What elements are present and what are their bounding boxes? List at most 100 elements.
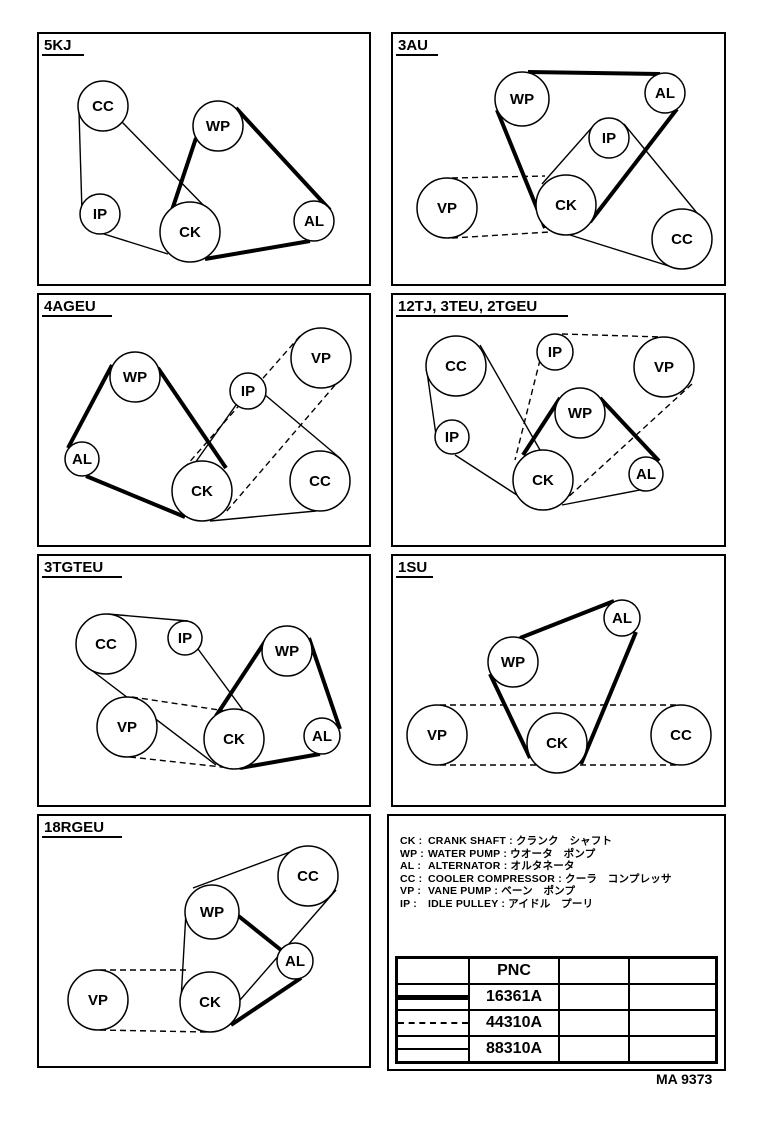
- table-row: 44310A: [395, 1009, 718, 1037]
- pulley: [167, 620, 203, 656]
- pulley-label: VP: [117, 719, 137, 736]
- pulley-label: AL: [636, 466, 656, 483]
- pulley: [64, 441, 100, 477]
- panel-title: 3AU: [398, 37, 428, 54]
- belt-dashed: [185, 335, 301, 467]
- belt-thin: [107, 613, 189, 622]
- pulley: [535, 174, 597, 236]
- belt-thin: [426, 371, 437, 436]
- pulley: [603, 599, 641, 637]
- pulley-label: AL: [304, 213, 324, 230]
- belt-thin: [263, 393, 342, 460]
- pulley: [276, 942, 314, 980]
- pulley: [96, 696, 158, 758]
- pulley-label: IP: [178, 630, 192, 647]
- panel-frame: [37, 293, 371, 547]
- pulley: [526, 712, 588, 774]
- belt-thick: [214, 638, 268, 718]
- pulley-label: WP: [123, 369, 147, 386]
- pulley-label: AL: [612, 610, 632, 627]
- belt-dashed: [99, 1029, 207, 1033]
- pulley-label: AL: [312, 728, 332, 745]
- panel-title: 3TGTEU: [44, 559, 103, 576]
- pulley: [554, 387, 606, 439]
- pulley-label: VP: [88, 992, 108, 1009]
- legend-frame: [387, 814, 726, 1071]
- belt-thick: [156, 366, 228, 470]
- pulley-label: AL: [72, 451, 92, 468]
- pulley-label: VP: [654, 359, 674, 376]
- belt-thick: [239, 752, 321, 770]
- panel-title: 18RGEU: [44, 819, 104, 836]
- pulley: [650, 704, 712, 766]
- pulley-label: IP: [602, 130, 616, 147]
- belt-thin: [479, 344, 541, 451]
- belt-thin: [192, 851, 291, 889]
- belt-thick: [519, 599, 615, 640]
- belt-thick: [527, 70, 661, 76]
- pulley: [203, 708, 265, 770]
- pulley-label: CC: [92, 98, 114, 115]
- belt-thin: [561, 489, 641, 506]
- belt-thin: [180, 911, 187, 1001]
- pulley-label: WP: [200, 904, 224, 921]
- belt-dashed: [225, 369, 349, 513]
- pulley: [303, 717, 341, 755]
- legend-item: AL :ALTERNATOR : オルタネータ: [400, 860, 575, 872]
- pulley: [109, 351, 161, 403]
- pulley: [75, 613, 137, 675]
- pulley-label: CC: [671, 231, 693, 248]
- legend-item: CC :COOLER COMPRESSOR : クーラ コンプレッサ: [400, 872, 672, 885]
- pulley: [277, 845, 339, 907]
- pulley: [79, 193, 121, 235]
- pulley: [289, 450, 351, 512]
- pulley-label: CK: [179, 224, 201, 241]
- pulley: [192, 100, 244, 152]
- legend-item: IP :IDLE PULLEY : アイドル プーリ: [400, 897, 594, 910]
- belt-thin: [78, 111, 83, 213]
- pulley-label: IP: [241, 383, 255, 400]
- pulley-label: CC: [297, 868, 319, 885]
- pulley-label: WP: [510, 91, 534, 108]
- belt-dashed: [514, 359, 541, 461]
- panel-frame: [391, 293, 726, 547]
- pulley: [434, 419, 470, 455]
- table-row: 16361A: [395, 983, 718, 1011]
- belt-thin: [209, 510, 317, 522]
- belt-dashed: [561, 333, 663, 338]
- pulley: [633, 336, 695, 398]
- belt-thick: [588, 107, 679, 224]
- pulley: [416, 177, 478, 239]
- pulley-label: CK: [199, 994, 221, 1011]
- pulley-label: VP: [311, 350, 331, 367]
- pulley-label: CK: [546, 735, 568, 752]
- pulley-label: CK: [555, 197, 577, 214]
- table-row: 88310A: [395, 1035, 718, 1064]
- panel-frame: [37, 814, 371, 1068]
- pulley-label: AL: [285, 953, 305, 970]
- abbreviation-legend: CK :CRANK SHAFT : クランク シャフト WP :WATER PU…: [400, 835, 672, 910]
- belt-thick: [234, 106, 332, 212]
- belt-thick: [66, 364, 114, 449]
- table-header-row: PNC: [395, 956, 718, 985]
- pulley: [644, 72, 686, 114]
- pulley-label: VP: [437, 200, 457, 217]
- pulley: [171, 460, 233, 522]
- pulley-label: WP: [568, 405, 592, 422]
- pulley: [628, 456, 664, 492]
- pulley-label: IP: [93, 206, 107, 223]
- belt-thick: [488, 673, 532, 759]
- pulley: [487, 636, 539, 688]
- pulley: [290, 327, 352, 389]
- pulley: [261, 625, 313, 677]
- pulley-label: WP: [501, 654, 525, 671]
- pulley: [229, 372, 267, 410]
- pulley: [406, 704, 468, 766]
- pulley-label: CK: [532, 472, 554, 489]
- pulley-label: IP: [445, 429, 459, 446]
- legend-item: CK :CRANK SHAFT : クランク シャフト: [400, 835, 613, 847]
- belt-thick: [170, 137, 198, 211]
- panel-title: 1SU: [398, 559, 427, 576]
- pnc-table: PNC 16361A 44310A 88310A: [395, 956, 718, 1064]
